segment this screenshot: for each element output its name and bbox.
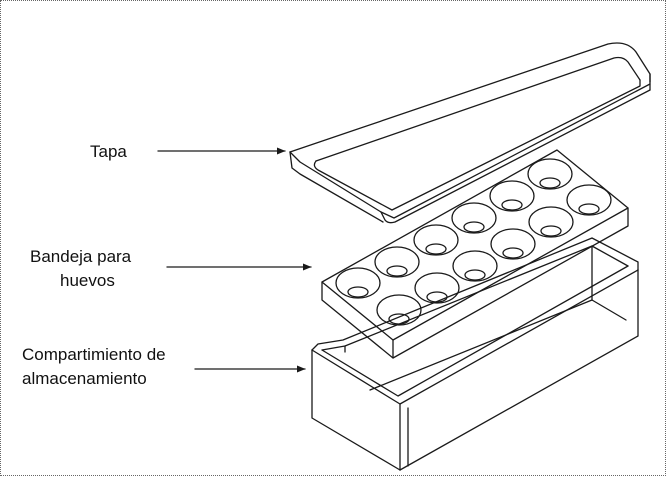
lid-illustration [289, 42, 651, 224]
callout-arrows [157, 147, 312, 373]
label-lid: Tapa [90, 142, 127, 161]
label-egg-tray-line1: Bandeja para [30, 247, 132, 266]
egg-tray-illustration [321, 149, 629, 359]
egg-cups [335, 158, 612, 326]
storage-compartment-illustration [311, 237, 639, 471]
label-storage-line1: Compartimiento de [22, 345, 166, 364]
label-egg-tray-line2: huevos [60, 271, 115, 290]
label-storage-line2: almacenamiento [22, 369, 147, 388]
